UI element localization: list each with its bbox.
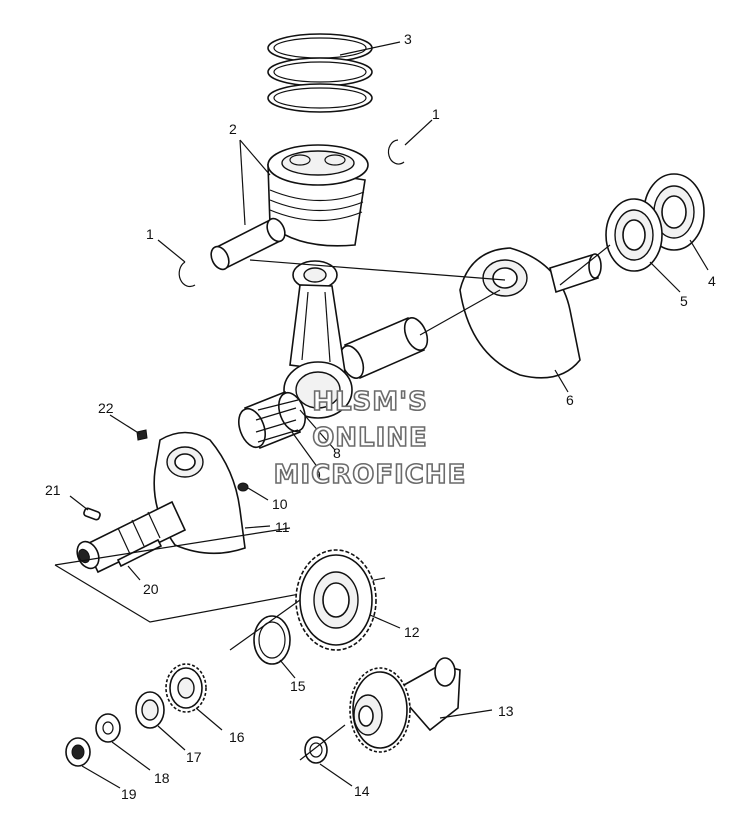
balancer-shaft-gear: [349, 657, 461, 753]
watermark-line-1: HLSM'S: [312, 387, 428, 417]
callout-20: 20: [143, 581, 159, 597]
piston-pin: [210, 217, 286, 271]
watermark-line-2: ONLINE: [312, 423, 428, 453]
callout-15: 15: [290, 678, 306, 694]
callout-18: 18: [154, 770, 170, 786]
watermark: HLSM'S ONLINE MICROFICHE: [273, 386, 467, 491]
callout-9: 9: [313, 467, 321, 483]
watermark-line-3: MICROFICHE: [274, 460, 467, 490]
primary-gear: [295, 549, 377, 651]
woodruff-key-21: [83, 507, 101, 521]
callout-13: 13: [498, 703, 514, 719]
circlip-lower: [178, 261, 196, 288]
dowel-10: [237, 482, 249, 492]
spacer: [135, 691, 165, 729]
callout-5: 5: [680, 293, 688, 309]
callout-11: 11: [275, 519, 290, 535]
callout-4: 4: [708, 273, 716, 289]
callout-19: 19: [121, 786, 137, 802]
pin-22: [136, 429, 148, 441]
callout-labels: 3 1 2 1 4 5 6 22 8 9 10 21 11 20 12 15 1…: [45, 31, 716, 802]
crank-pin: [339, 316, 429, 380]
leader-lines: [69, 41, 709, 789]
callout-3: 3: [404, 31, 412, 47]
callout-21: 21: [45, 482, 61, 498]
callout-12: 12: [404, 624, 420, 640]
callout-14: 14: [354, 783, 370, 799]
piston: [267, 144, 369, 247]
callout-1-upper: 1: [432, 106, 440, 122]
drive-gear: [165, 663, 207, 713]
needle-bearing: [238, 390, 306, 450]
circlip-upper: [387, 139, 405, 165]
callout-6: 6: [566, 392, 574, 408]
callout-1-lower: 1: [146, 226, 154, 242]
shaft-key-20: [116, 538, 163, 568]
thrust-washer: [253, 615, 291, 665]
bearing-inner: [605, 198, 663, 272]
callout-8: 8: [333, 445, 341, 461]
callout-22: 22: [98, 400, 114, 416]
callout-2: 2: [229, 121, 237, 137]
washer: [95, 713, 121, 743]
crankshaft-right-half: [459, 247, 602, 379]
callout-16: 16: [229, 729, 245, 745]
piston-rings: [267, 33, 373, 113]
callout-17: 17: [186, 749, 202, 765]
callout-10: 10: [272, 496, 288, 512]
crankshaft-left-half: [76, 431, 246, 574]
nut: [65, 737, 91, 767]
